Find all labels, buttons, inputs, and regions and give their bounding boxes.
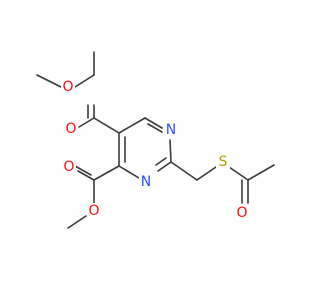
atom-o-methoxy-bottom-halo [87, 203, 101, 219]
atom-o-carbonyl-top-halo [64, 121, 78, 137]
molecule-diagram: O O N N O O S O [36, 51, 275, 229]
bond-ring-c6-n1 [144, 117, 163, 129]
bond-s-carbonyl-c [228, 166, 249, 181]
atom-o-methoxy-top: O [62, 79, 73, 95]
bond-o-carbonyl-c-top [74, 74, 95, 88]
bond-carbonyl-c-o-bottom [77, 170, 95, 181]
bond-acetyl-c-methyl [247, 164, 275, 181]
atom-o-acetyl-halo [235, 205, 249, 221]
bond-ring-n1-c2 [169, 139, 172, 163]
atom-o-carbonyl-top: O [65, 121, 76, 137]
atoms-layer: O O N N O O S O [61, 79, 249, 221]
bond-ring-to-carbonyl-bottom [93, 165, 120, 181]
atom-o-methoxy-top-halo [61, 79, 75, 95]
atom-n-ring-bottom: N [141, 174, 151, 190]
bond-ring-c6-n1-double [147, 123, 163, 133]
bond-ch2-s [196, 166, 217, 181]
atom-n-ring-top-halo [164, 122, 178, 138]
atom-o-carbonyl-bottom-halo [62, 159, 76, 175]
atom-s-thioester-halo [216, 154, 230, 170]
bond-carbonyl-double-bottom [74, 165, 92, 176]
atom-o-methoxy-bottom: O [88, 203, 99, 219]
atom-s-thioester: S [219, 154, 228, 170]
bond-ring-c5-c6 [118, 117, 146, 134]
atom-o-acetyl: O [236, 205, 247, 221]
bonds-layer [36, 51, 275, 229]
bond-methyl-o-top [36, 74, 62, 88]
bond-carbonyl-to-ring-top [93, 117, 120, 134]
atom-o-carbonyl-bottom: O [63, 159, 74, 175]
bond-ring-n3-c4 [118, 165, 140, 179]
bond-carbonyl-c-o-top [78, 117, 95, 128]
atom-n-ring-bottom-halo [139, 174, 153, 190]
bond-o-methyl-bottom [67, 215, 87, 229]
atom-n-ring-top: N [166, 122, 176, 138]
bond-c2-ch2 [170, 161, 198, 181]
bond-ring-c2-n3-double [155, 157, 167, 166]
bond-ring-c2-n3 [157, 161, 172, 172]
